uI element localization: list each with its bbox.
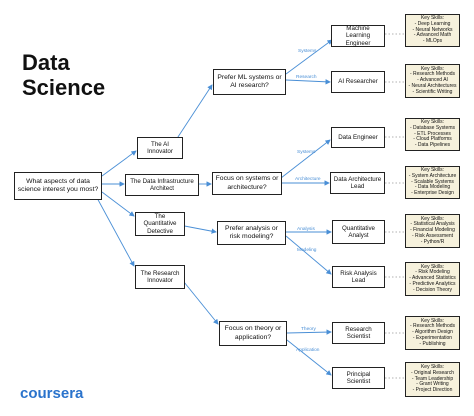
skills-principal-scientist: Key Skills: - Original Research - Team L… (405, 362, 460, 397)
skill-item: - Grant Writing (416, 381, 449, 388)
skill-item: - Advanced AI (417, 77, 448, 84)
skill-item: - Deep Learning (414, 20, 451, 27)
skill-item: - Decision Theory (412, 286, 453, 293)
node-quant-detective: The Quantitative Detective (135, 212, 185, 236)
edge-root-quant (101, 191, 135, 217)
edge-root-research (95, 195, 135, 267)
skills-data-architecture-lead: Key Skills: - System Architecture - Scal… (405, 166, 460, 199)
role-principal-scientist: Principal Scientist (332, 367, 385, 389)
edge-label-research: Research (296, 75, 317, 80)
skill-item: - Publishing (419, 340, 446, 347)
title-line-1: Data (22, 50, 70, 75)
question-ml-or-ai: Prefer ML systems or AI research? (213, 69, 286, 95)
skill-item: - Risk Assessment (411, 232, 454, 239)
question-systems-or-architecture: Focus on systems or architecture? (212, 172, 282, 195)
skill-item: - Research Methods (409, 323, 456, 330)
skill-item: - Predictive Analytics (409, 280, 456, 287)
role-machine-learning-engineer: Machine Learning Engineer (331, 25, 385, 47)
skill-item: - Experimentation (412, 334, 453, 341)
skill-item: - Neural Networks (412, 26, 453, 33)
skills-risk-analysis-lead: Key Skills: - Risk Modeling - Advanced S… (405, 262, 460, 296)
skill-item: - Statistical Analysis (410, 221, 455, 228)
skill-item: - MLOps (422, 38, 443, 45)
skill-item: - ETL Processes (414, 130, 451, 137)
skill-item: - Research Methods (409, 71, 456, 78)
role-ai-researcher: AI Researcher (331, 71, 385, 93)
skill-item: - Risk Modeling (415, 269, 450, 276)
question-analysis-or-risk: Prefer analysis or risk modeling? (217, 221, 286, 245)
role-risk-analysis-lead: Risk Analysis Lead (332, 266, 385, 288)
edge-label-systems-2: Systems (297, 150, 316, 155)
skills-title: Key Skills: (420, 263, 445, 270)
role-research-scientist: Research Scientist (332, 322, 385, 344)
title-line-2: Science (22, 75, 106, 100)
skill-item: - Neural Architectures (408, 82, 457, 89)
skills-title: Key Skills: (420, 65, 445, 72)
skill-item: - Database Systems (409, 124, 456, 131)
role-data-architecture-lead: Data Architecture Lead (330, 172, 385, 194)
skill-item: - Scalable Systems (411, 178, 454, 185)
edge-q1-mle (285, 39, 333, 75)
question-theory-or-application: Focus on theory or application? (219, 321, 287, 346)
edge-label-analysis: Analysis (297, 227, 315, 232)
edge-label-architecture: Architecture (295, 177, 321, 182)
edge-label-systems-1: Systems (298, 49, 317, 54)
skill-item: - Enterprise Design (411, 190, 454, 197)
edge-root-ai (101, 150, 137, 177)
node-research-innovator: The Research Innovator (135, 265, 185, 289)
edge-q3-ral (285, 235, 332, 275)
node-ai-innovator: The AI Innovator (137, 137, 183, 159)
skill-item: - Project Direction (412, 387, 453, 394)
skill-item: - Team Leadership (411, 375, 454, 382)
role-quantitative-analyst: Quantitative Analyst (332, 220, 385, 244)
skills-machine-learning-engineer: Key Skills: - Deep Learning - Neural Net… (405, 14, 460, 47)
edge-q4-rs (286, 329, 332, 335)
skill-item: - Scientific Writing (412, 88, 453, 95)
skill-item: - Algorithm Design (412, 329, 453, 336)
edge-q2-de (280, 139, 331, 179)
node-infra-architect: The Data Infrastructure Architect (125, 174, 199, 196)
skill-item: - Advanced Statistics (409, 275, 456, 282)
page-title: Data Science (22, 50, 105, 100)
edge-q1-air (285, 79, 331, 85)
skills-title: Key Skills: (420, 15, 445, 22)
skill-item: - System Architecture (408, 172, 457, 179)
skill-item: - Advanced Math (413, 32, 452, 39)
skills-data-engineer: Key Skills: - Database Systems - ETL Pro… (405, 118, 460, 151)
edge-research-q4 (183, 281, 219, 325)
edge-label-modeling: Modeling (297, 248, 317, 253)
skills-ai-researcher: Key Skills: - Research Methods - Advance… (405, 64, 460, 98)
edge-label-application: Application (296, 348, 320, 353)
skill-item: - Python/R (420, 238, 445, 245)
skills-title: Key Skills: (420, 317, 445, 324)
skill-item: - Cloud Platforms (413, 136, 452, 143)
root-question-node: What aspects of data science interest yo… (14, 172, 102, 200)
edge-ai-q1 (175, 84, 213, 141)
skill-item: - Data Modeling (414, 184, 451, 191)
skills-title: Key Skills: (420, 167, 445, 174)
skills-research-scientist: Key Skills: - Research Methods - Algorit… (405, 316, 460, 350)
skills-title: Key Skills: (420, 215, 445, 222)
skill-item: - Data Pipelines (414, 142, 451, 149)
skill-item: - Original Research (410, 369, 455, 376)
edge-label-theory: Theory (301, 327, 316, 332)
role-data-engineer: Data Engineer (331, 127, 385, 148)
skills-title: Key Skills: (420, 364, 445, 371)
skill-item: - Financial Modeling (410, 227, 455, 234)
edge-q4-ps (286, 339, 332, 376)
skills-quantitative-analyst: Key Skills: - Statistical Analysis - Fin… (405, 214, 460, 248)
coursera-logo: coursera (20, 385, 84, 402)
skills-title: Key Skills: (420, 119, 445, 126)
